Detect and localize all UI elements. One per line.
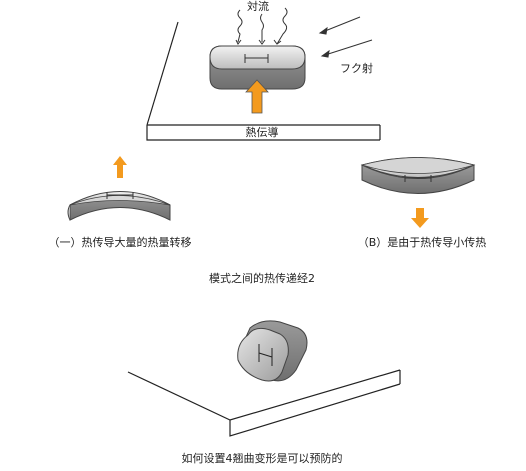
left-up-arrow-icon	[113, 156, 127, 178]
h-mark-icon	[244, 54, 269, 63]
part-right-warped	[360, 157, 476, 194]
bottom-plate	[127, 369, 401, 437]
part-top	[209, 45, 306, 90]
heat-up-arrow-icon	[245, 79, 269, 114]
radiation-label: フク射	[340, 61, 373, 75]
h-mark-icon	[258, 344, 273, 366]
left-caption: （一）热传导大量的热量转移	[49, 235, 192, 249]
radiation-arrows-icon	[318, 16, 373, 58]
heat-plate	[146, 21, 381, 141]
bottom-caption: 如何设置4翘曲变形是可以预防的	[182, 451, 343, 465]
convection-arrows-icon	[235, 7, 288, 45]
h-mark-icon	[106, 192, 134, 199]
middle-caption: 模式之间的热传递经2	[209, 271, 315, 285]
part-left-warped	[67, 191, 171, 221]
right-down-arrow-icon	[411, 208, 429, 228]
right-caption: （B）是由于热传导小传热	[358, 235, 487, 249]
h-mark-icon	[404, 175, 432, 182]
part-bottom-standing	[237, 320, 308, 382]
convection-label: 対流	[247, 0, 269, 13]
conduction-label: 熱伝導	[246, 125, 279, 139]
